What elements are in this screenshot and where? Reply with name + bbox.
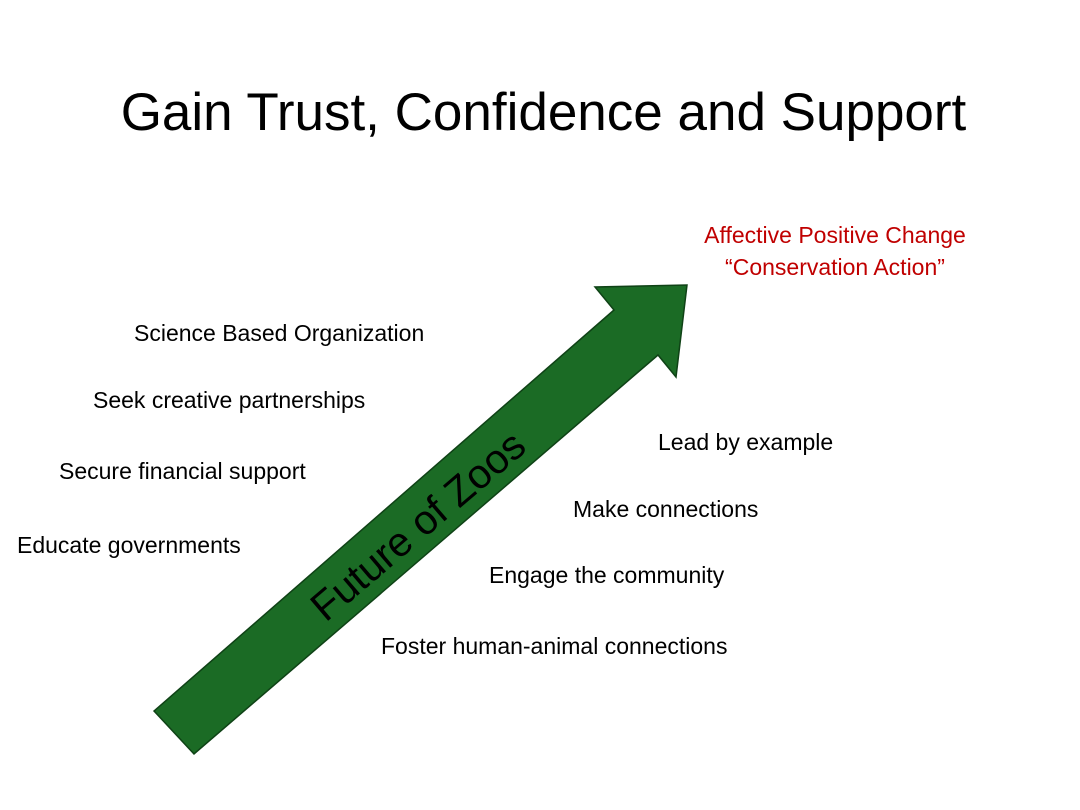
slide-title: Gain Trust, Confidence and Support (120, 83, 967, 142)
right-item-community: Engage the community (489, 562, 725, 588)
right-item-lead: Lead by example (658, 429, 834, 455)
goal-line-2: “Conservation Action” (725, 254, 945, 280)
goal-text: Affective Positive Change “Conservation … (664, 219, 1006, 283)
arrow-shape (152, 284, 688, 756)
left-item-science: Science Based Organization (134, 320, 425, 346)
arrow-label: Future of Zoos (302, 422, 535, 630)
right-item-human-animal: Foster human-animal connections (381, 633, 728, 659)
left-item-partnerships: Seek creative partnerships (93, 387, 366, 413)
left-item-governments: Educate governments (17, 532, 241, 558)
left-item-financial: Secure financial support (59, 458, 306, 484)
goal-line-1: Affective Positive Change (704, 222, 966, 248)
right-item-connections: Make connections (573, 496, 759, 522)
